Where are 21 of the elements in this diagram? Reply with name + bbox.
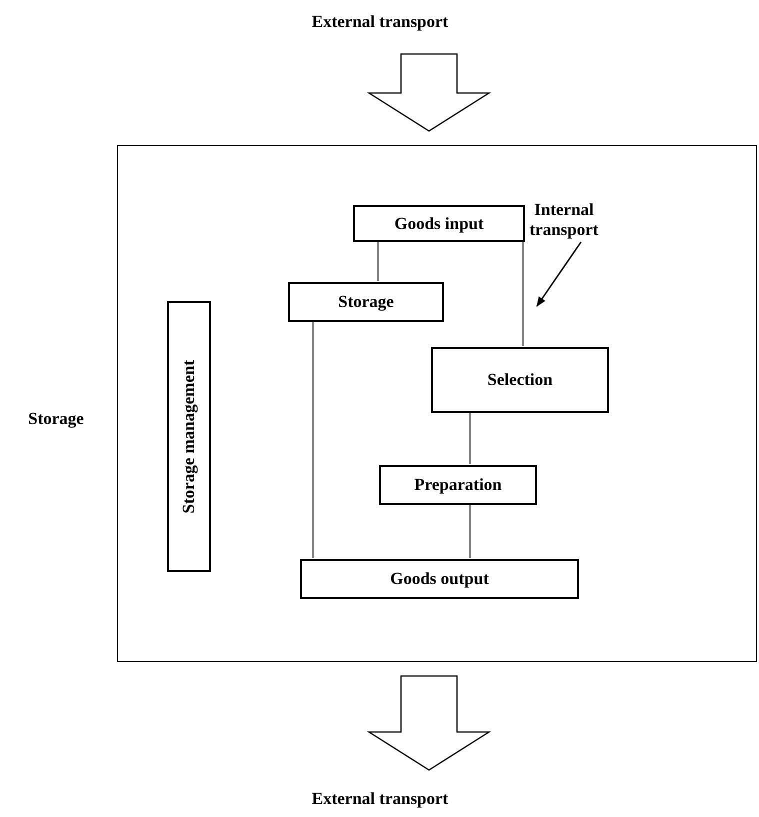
node-label: Preparation: [414, 475, 502, 495]
node-label: Goods input: [394, 214, 484, 234]
process-box: [288, 282, 444, 322]
node-label: Goods output: [390, 569, 489, 589]
block-arrow: [366, 675, 492, 771]
leader-arrow: [536, 242, 582, 307]
process-box: [300, 559, 579, 599]
process-box: [353, 205, 525, 242]
node-label: Storage: [338, 292, 394, 312]
connector-line: [312, 320, 314, 558]
node-label: External transport: [312, 12, 448, 32]
node-label: External transport: [312, 789, 448, 809]
node-label: Storage management: [179, 360, 199, 514]
process-box: [167, 301, 211, 572]
connector-line: [522, 240, 524, 346]
process-box: [379, 465, 537, 505]
block-arrow: [366, 53, 492, 132]
area-label: Storage: [27, 409, 85, 429]
node-label: Internal transport: [528, 200, 600, 240]
process-box: [431, 347, 609, 413]
node-label: Selection: [487, 370, 553, 390]
